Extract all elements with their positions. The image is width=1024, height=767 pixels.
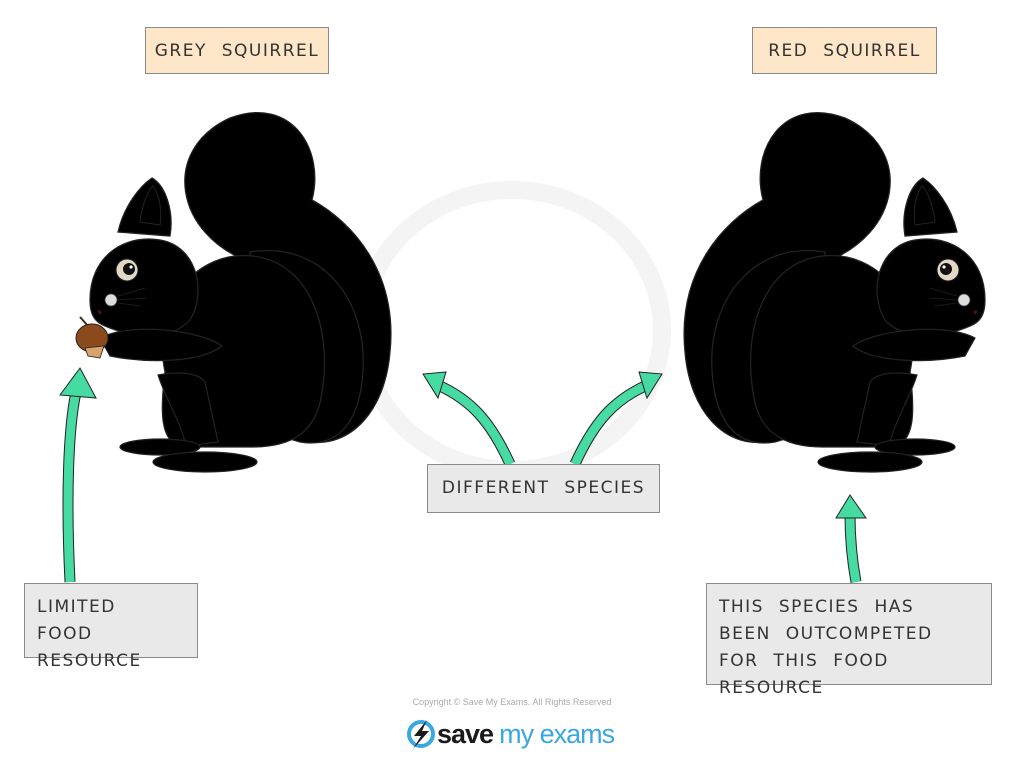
- grey-squirrel: #gs .tail{fill:#6b5c55} #gs .shade{fill:…: [75, 111, 392, 473]
- lightning-icon: [407, 720, 435, 749]
- arrow-species-left: [422, 371, 516, 467]
- arrow-limited-food: [59, 367, 97, 583]
- red-squirrel: [683, 111, 986, 473]
- acorn: [75, 316, 109, 359]
- limited-food-label: LIMITED FOOD RESOURCE: [24, 583, 198, 671]
- outcompeted-label: THIS SPECIES HAS BEEN OUTCOMPETED FOR TH…: [706, 583, 992, 698]
- logo-text-my-exams: my exams: [499, 718, 615, 749]
- save-my-exams-logo: save my exams: [405, 718, 615, 750]
- logo-text-save: save: [437, 718, 494, 749]
- arrows: [59, 367, 867, 583]
- copyright-text: Copyright © Save My Exams. All Rights Re…: [412, 697, 612, 707]
- arrow-outcompeted: [835, 494, 867, 583]
- arrow-species-right: [569, 371, 663, 467]
- watermark: [353, 181, 671, 479]
- red-squirrel-label: RED SQUIRREL: [752, 27, 937, 74]
- grey-squirrel-label: GREY SQUIRREL: [145, 27, 329, 74]
- different-species-label: DIFFERENT SPECIES: [427, 464, 660, 513]
